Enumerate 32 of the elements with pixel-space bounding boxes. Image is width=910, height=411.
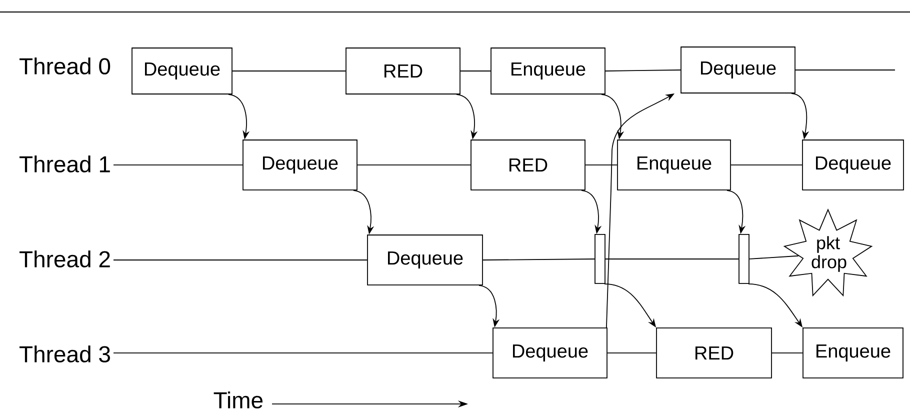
- connector-line: [749, 255, 799, 260]
- marker-bar: [594, 234, 606, 284]
- connector-line: [460, 70, 491, 72]
- connector-line: [607, 352, 656, 354]
- process-box: Dequeue: [802, 140, 904, 190]
- connector-line: [605, 70, 681, 72]
- connector-line: [482, 258, 595, 260]
- process-box: Enqueue: [802, 328, 904, 378]
- connector-line: [232, 70, 346, 72]
- marker-bar: [738, 234, 750, 284]
- connector-line: [585, 164, 618, 166]
- thread-label: Thread 1: [20, 156, 110, 172]
- process-box: RED: [346, 48, 460, 94]
- connector-line: [605, 258, 739, 260]
- connector-line: [113, 164, 243, 166]
- process-box: Dequeue: [242, 140, 358, 190]
- axis-label: Time: [214, 392, 263, 408]
- process-box: RED: [656, 328, 772, 378]
- process-box: Dequeue: [680, 46, 796, 94]
- process-box: Dequeue: [492, 328, 608, 378]
- process-box: Dequeue: [367, 234, 483, 286]
- connector-line: [772, 352, 803, 354]
- thread-label: Thread 3: [20, 346, 110, 362]
- thread-label: Thread 2: [20, 250, 110, 268]
- connector-line: [357, 164, 471, 166]
- process-box: Enqueue: [490, 48, 606, 94]
- process-box: Dequeue: [132, 48, 232, 94]
- connector-line: [730, 164, 802, 166]
- connector-line: [113, 352, 493, 354]
- thread-label: Thread 0: [20, 58, 110, 74]
- process-box: Enqueue: [617, 140, 731, 190]
- process-box: RED: [470, 140, 586, 190]
